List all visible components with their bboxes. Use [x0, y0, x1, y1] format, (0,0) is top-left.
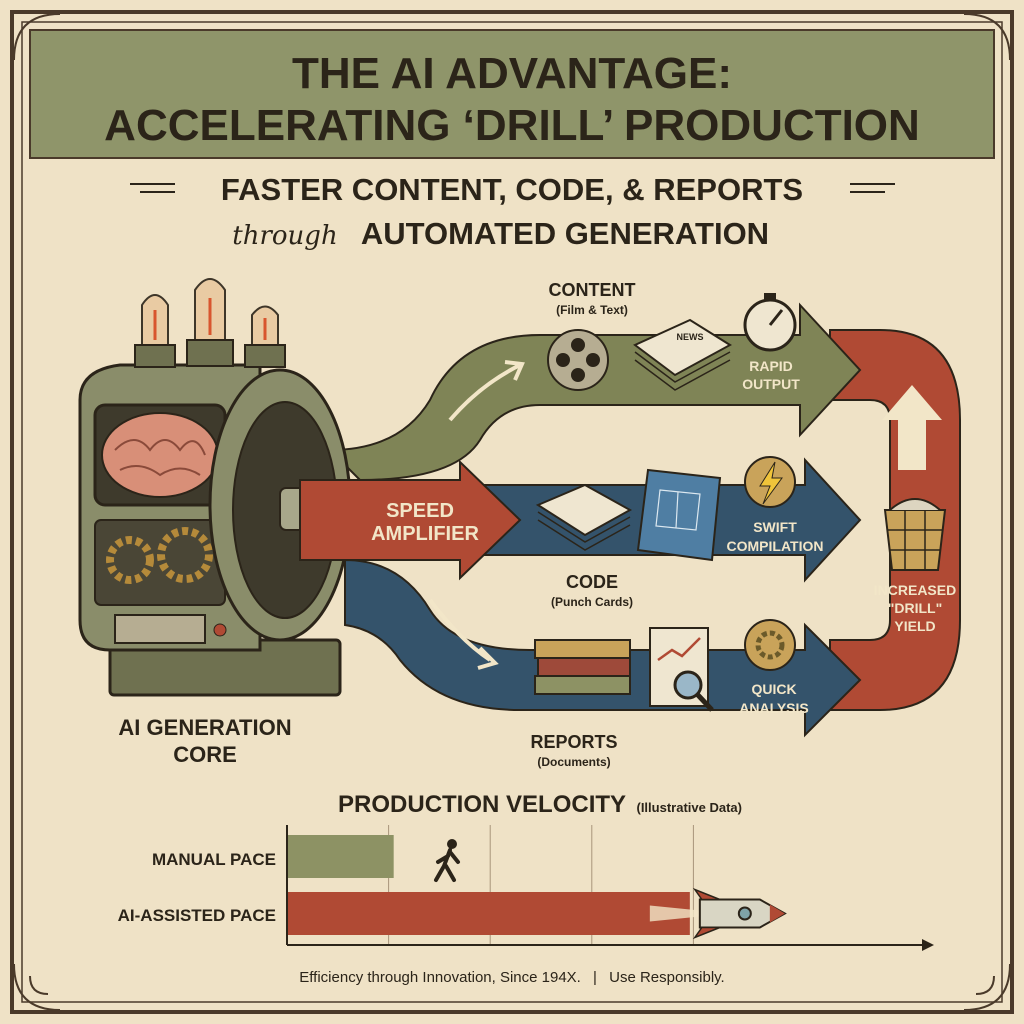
machine-label-line-2: CORE — [173, 742, 237, 767]
film-reel-icon — [547, 329, 609, 391]
content-title: CONTENT — [549, 280, 636, 300]
category-label-manual: MANUAL PACE — [152, 850, 276, 869]
outer-border — [10, 10, 1014, 1014]
x-axis-arrowhead-icon — [922, 939, 934, 951]
speed-amplifier-line-1: SPEED — [386, 500, 454, 522]
inner-border — [21, 21, 1003, 1003]
curve-arrow-icon — [448, 360, 525, 422]
speed-amplifier-line-2: AMPLIFIER — [371, 523, 479, 545]
curve-arrow-icon — [428, 598, 499, 670]
machine-label-line-1: AI GENERATION — [118, 715, 291, 740]
subtitle-line-2: AUTOMATED GENERATION — [361, 216, 769, 251]
category-label-ai: AI-ASSISTED PACE — [118, 906, 276, 925]
vacuum-tube-icon — [134, 294, 176, 368]
newspaper-stack-icon: NEWS — [633, 318, 732, 391]
subtitle-through: through — [232, 221, 337, 251]
content-subtitle: (Film & Text) — [556, 303, 628, 317]
gear-icon — [744, 619, 796, 671]
code-title: CODE — [566, 572, 618, 592]
gear-icon — [157, 527, 213, 583]
yield-line-3: YIELD — [894, 618, 935, 634]
blueprint-icon — [636, 468, 722, 562]
content-result-line-2: OUTPUT — [742, 376, 800, 392]
up-arrow-icon — [882, 385, 942, 470]
footer-right: Use Responsibly. — [609, 969, 725, 986]
subtitle-flourishes — [130, 183, 895, 193]
vacuum-tubes — [134, 278, 286, 368]
reports-subtitle: (Documents) — [537, 755, 610, 769]
rocket-icon — [649, 887, 787, 940]
speed-amplifier-arrow — [299, 459, 522, 581]
yield-line-2: "DRILL" — [888, 600, 943, 616]
footer-separator: | — [593, 969, 597, 986]
reports-stream-arrow — [344, 558, 862, 738]
corner-ornaments — [13, 13, 1011, 1011]
vacuum-tube-icon — [186, 278, 234, 367]
title-banner — [29, 29, 995, 159]
bar-ai-assisted-pace — [287, 892, 690, 935]
gear-icon — [106, 536, 154, 584]
chart-subtitle: (Illustrative Data) — [636, 800, 741, 815]
corner-ornament-icon — [963, 963, 1011, 1011]
reports-result-line-1: QUICK — [751, 681, 796, 697]
basket-icon — [883, 498, 947, 571]
walking-person-icon — [434, 839, 460, 882]
yield-line-1: INCREASED — [874, 582, 956, 598]
code-result-line-1: SWIFT — [753, 519, 797, 535]
content-result-line-1: RAPID — [749, 358, 793, 374]
footer-text: Efficiency through Innovation, Since 194… — [299, 969, 724, 986]
bar-manual-pace — [287, 835, 394, 878]
footer-left: Efficiency through Innovation, Since 194… — [299, 969, 581, 986]
production-velocity-chart: PRODUCTION VELOCITY (Illustrative Data) … — [118, 791, 934, 951]
subtitle-line-1: FASTER CONTENT, CODE, & REPORTS — [221, 172, 803, 207]
content-stream-arrow — [327, 302, 862, 482]
chart-document-magnifier-icon — [649, 627, 714, 712]
brain-icon — [101, 412, 219, 498]
chart-title: PRODUCTION VELOCITY — [338, 791, 626, 818]
title-line-2: ACCELERATING ‘DRILL’ PRODUCTION — [104, 101, 920, 150]
reports-title: REPORTS — [530, 732, 617, 752]
code-subtitle: (Punch Cards) — [551, 595, 633, 609]
stopwatch-icon — [743, 293, 797, 352]
reports-result-line-2: ANALYSIS — [739, 700, 809, 716]
newspaper-text: NEWS — [677, 332, 704, 342]
vacuum-tube-icon — [244, 305, 286, 368]
lightning-bolt-icon — [744, 456, 796, 508]
title-line-1: THE AI ADVANTAGE: — [292, 49, 732, 98]
chart-title-group: PRODUCTION VELOCITY (Illustrative Data) — [338, 791, 742, 818]
punch-cards-icon — [535, 483, 633, 551]
ai-generation-machine — [78, 278, 352, 697]
books-icon — [534, 639, 631, 695]
corner-ornament-icon — [13, 963, 61, 1011]
code-result-line-2: COMPILATION — [727, 538, 824, 554]
